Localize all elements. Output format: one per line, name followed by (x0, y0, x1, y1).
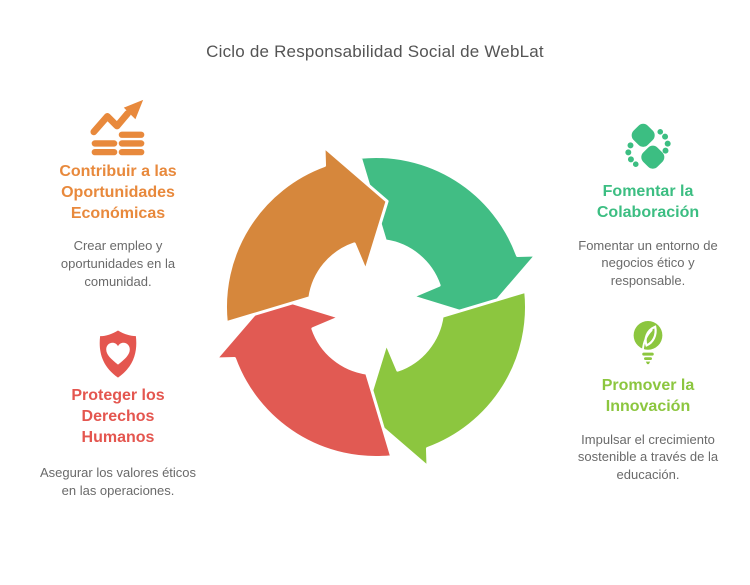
item-collaboration: Fomentar la Colaboración Fomentar un ent… (557, 120, 739, 290)
item-description: Asegurar los valores éticos en las opera… (39, 465, 197, 499)
cycle-arrow-human-rights (214, 294, 394, 460)
cycle-arrow-collaboration (358, 154, 538, 320)
item-heading: Promover la Innovación (601, 377, 695, 415)
cycle-diagram (214, 145, 538, 469)
growth-chart-icon (30, 98, 206, 156)
item-innovation: Promover la Innovación Impulsar el creci… (557, 318, 739, 484)
item-description: Fomentar un entorno de negocios ético y … (578, 237, 718, 288)
item-heading: Contribuir a las Oportunidades Económica… (59, 163, 177, 222)
page-title: Ciclo de Responsabilidad Social de WebLa… (206, 42, 544, 61)
item-description: Crear empleo y oportunidades en la comun… (60, 238, 176, 289)
item-description: Impulsar el crecimiento sostenible a tra… (577, 431, 719, 482)
cycle-arrow-economic-opportunities (223, 145, 389, 325)
lightbulb-leaf-icon (557, 318, 739, 370)
handshake-icon (557, 120, 739, 176)
item-heading: Fomentar la Colaboración (596, 183, 700, 221)
item-human-rights: Proteger los Derechos Humanos Asegurar l… (30, 328, 206, 500)
shield-heart-icon (30, 328, 206, 380)
item-economic-opportunities: Contribuir a las Oportunidades Económica… (30, 98, 206, 290)
item-heading: Proteger los Derechos Humanos (71, 387, 165, 446)
cycle-arrow-innovation (363, 289, 529, 469)
